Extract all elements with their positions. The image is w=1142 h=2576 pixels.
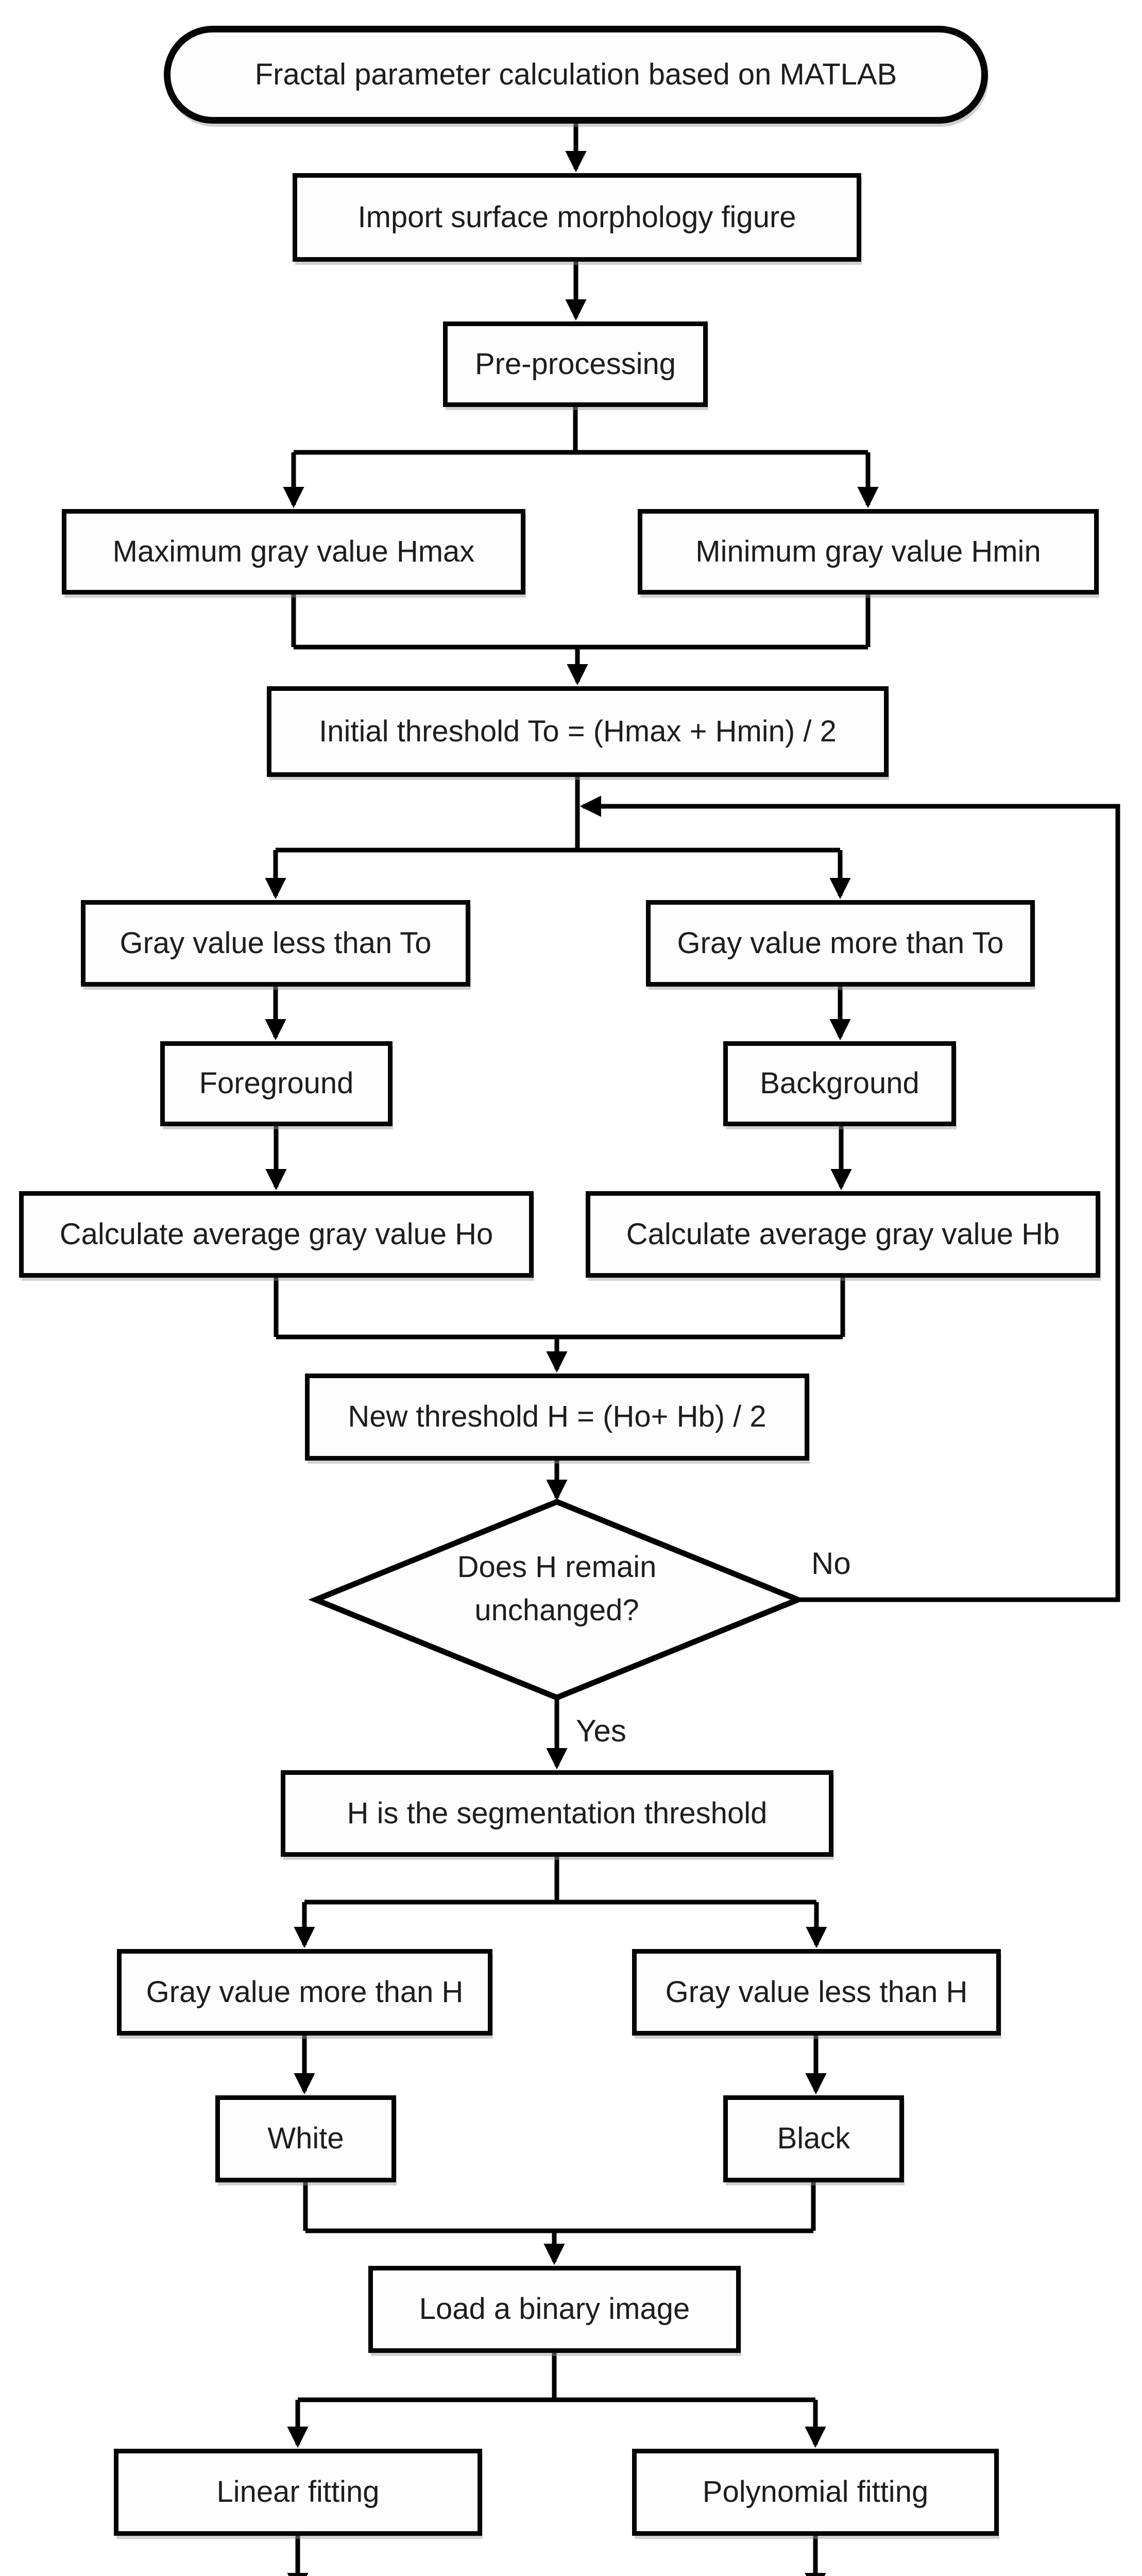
- node-polynomial-fitting: Polynomial fitting: [632, 2449, 999, 2536]
- node-calc-hb: Calculate average gray value Hb: [586, 1191, 1100, 1278]
- node-gray-more-to: Gray value more than To: [646, 900, 1035, 987]
- node-min-gray-label: Minimum gray value Hmin: [695, 534, 1041, 568]
- node-segmentation-threshold: H is the segmentation threshold: [281, 1770, 833, 1857]
- node-import-figure-label: Import surface morphology figure: [357, 200, 796, 234]
- node-gray-less-h-label: Gray value less than H: [665, 1975, 968, 2009]
- node-preprocessing-label: Pre-processing: [474, 347, 676, 381]
- node-initial-threshold: Initial threshold To = (Hmax + Hmin) / 2: [267, 686, 889, 777]
- decision-diamond: [308, 1499, 806, 1701]
- node-new-threshold: New threshold H = (Ho+ Hb) / 2: [305, 1374, 809, 1461]
- node-start: Fractal parameter calculation based on M…: [164, 26, 988, 124]
- node-white: White: [215, 2095, 396, 2182]
- node-foreground-label: Foreground: [199, 1066, 354, 1100]
- node-linear-fitting-label: Linear fitting: [216, 2475, 380, 2509]
- node-max-gray-label: Maximum gray value Hmax: [112, 534, 475, 568]
- node-min-gray: Minimum gray value Hmin: [638, 509, 1099, 595]
- node-black: Black: [723, 2095, 904, 2182]
- node-new-threshold-label: New threshold H = (Ho+ Hb) / 2: [348, 1400, 766, 1434]
- node-gray-less-h: Gray value less than H: [632, 1949, 1001, 2036]
- node-max-gray: Maximum gray value Hmax: [62, 509, 525, 595]
- node-start-label: Fractal parameter calculation based on M…: [254, 57, 897, 91]
- node-import-figure: Import surface morphology figure: [293, 173, 861, 262]
- connector-lines: [274, 406, 871, 2402]
- node-decision-label: Does H remain unchanged?: [457, 1550, 657, 1628]
- edge-label-yes: Yes: [576, 1714, 626, 1748]
- node-gray-less-to: Gray value less than To: [81, 900, 470, 987]
- node-gray-more-to-label: Gray value more than To: [677, 926, 1004, 960]
- edge-label-no: No: [811, 1546, 851, 1581]
- node-background-label: Background: [760, 1066, 919, 1100]
- node-initial-threshold-label: Initial threshold To = (Hmax + Hmin) / 2: [319, 714, 837, 748]
- node-gray-more-h: Gray value more than H: [117, 1949, 492, 2036]
- node-gray-more-h-label: Gray value more than H: [146, 1975, 464, 2009]
- no-loop-line: [579, 795, 1120, 1602]
- connector-arrows: [265, 123, 1120, 2576]
- node-background: Background: [723, 1041, 956, 1126]
- node-calc-ho: Calculate average gray value Ho: [19, 1191, 534, 1278]
- node-white-label: White: [267, 2122, 344, 2156]
- node-load-binary-label: Load a binary image: [419, 2292, 690, 2326]
- node-calc-hb-label: Calculate average gray value Hb: [626, 1217, 1060, 1251]
- node-foreground: Foreground: [160, 1041, 393, 1126]
- node-calc-ho-label: Calculate average gray value Ho: [59, 1217, 493, 1251]
- node-black-label: Black: [777, 2122, 850, 2156]
- node-polynomial-fitting-label: Polynomial fitting: [702, 2475, 929, 2509]
- node-load-binary: Load a binary image: [368, 2266, 741, 2353]
- node-preprocessing: Pre-processing: [443, 321, 708, 407]
- node-gray-less-to-label: Gray value less than To: [120, 926, 432, 960]
- node-linear-fitting: Linear fitting: [114, 2449, 482, 2536]
- node-segmentation-threshold-label: H is the segmentation threshold: [347, 1796, 768, 1830]
